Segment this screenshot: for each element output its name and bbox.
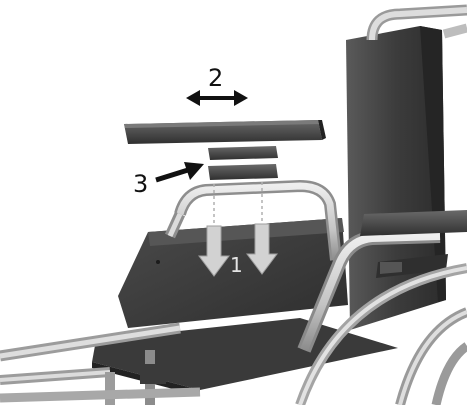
backrest: [346, 26, 446, 330]
mounted-armrest-pad: [360, 210, 467, 236]
spacer-block-lower: [208, 164, 278, 180]
step-1-arrows: [198, 223, 278, 277]
step-3-arrow: [155, 162, 204, 183]
lower-frame: [0, 322, 201, 405]
drive-wheel: [295, 263, 467, 405]
armrest-frame-rear: [297, 210, 467, 353]
spacer-block-upper: [208, 146, 278, 160]
step-label-3: 3: [133, 170, 148, 198]
step-label-1: 1: [230, 253, 243, 277]
step-label-2: 2: [208, 64, 223, 92]
step-2-double-arrow: [186, 90, 248, 106]
side-panel: [118, 218, 348, 328]
armrest-frame-front: [164, 179, 342, 261]
push-handle-frame: [366, 4, 467, 41]
fitting-guides: [213, 182, 263, 226]
armrest-pad: [124, 120, 326, 144]
